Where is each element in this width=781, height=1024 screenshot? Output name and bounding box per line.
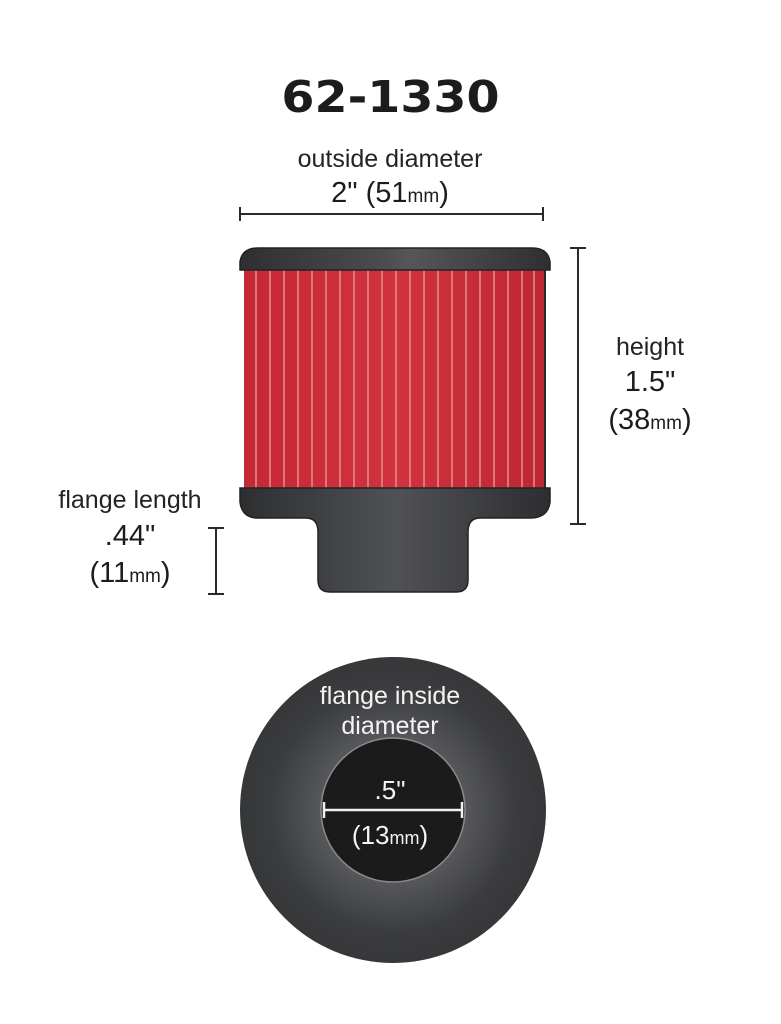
- outside-diameter-dimension-line: [240, 213, 543, 215]
- flange-length-mm: (11mm): [89, 557, 171, 589]
- part-number-title: 62-1330: [281, 72, 500, 123]
- flange-length-dimension-line: [215, 528, 217, 594]
- outside-diameter-label: outside diameter: [297, 145, 483, 173]
- filter-bottom-view-illustration: [240, 657, 546, 963]
- flange-inside-diameter-label-line2: diameter: [341, 712, 439, 740]
- outside-diameter-mm: (51mm): [365, 177, 449, 209]
- height-dimension-line: [577, 248, 579, 524]
- filter-side-view-illustration: [239, 247, 551, 593]
- dimension-tick: [570, 523, 586, 525]
- height-mm: (38mm): [608, 404, 692, 436]
- height-inches: 1.5": [624, 366, 676, 398]
- flange-inside-diameter-label-line1: flange inside: [319, 682, 461, 710]
- flange-inside-diameter-mm: (13mm): [351, 820, 429, 850]
- flange-inside-diameter-inches: .5": [374, 775, 406, 805]
- dimension-tick: [208, 593, 224, 595]
- dimension-tick: [542, 207, 544, 221]
- outside-diameter-value: 2" (51mm): [240, 177, 540, 210]
- dimension-tick: [239, 207, 241, 221]
- dimension-tick: [570, 247, 586, 249]
- flange-length-label: flange length: [58, 486, 202, 514]
- dimension-tick: [208, 527, 224, 529]
- flange-length-inches: .44": [104, 520, 156, 552]
- outside-diameter-inches: 2": [331, 177, 358, 209]
- height-label: height: [615, 333, 685, 361]
